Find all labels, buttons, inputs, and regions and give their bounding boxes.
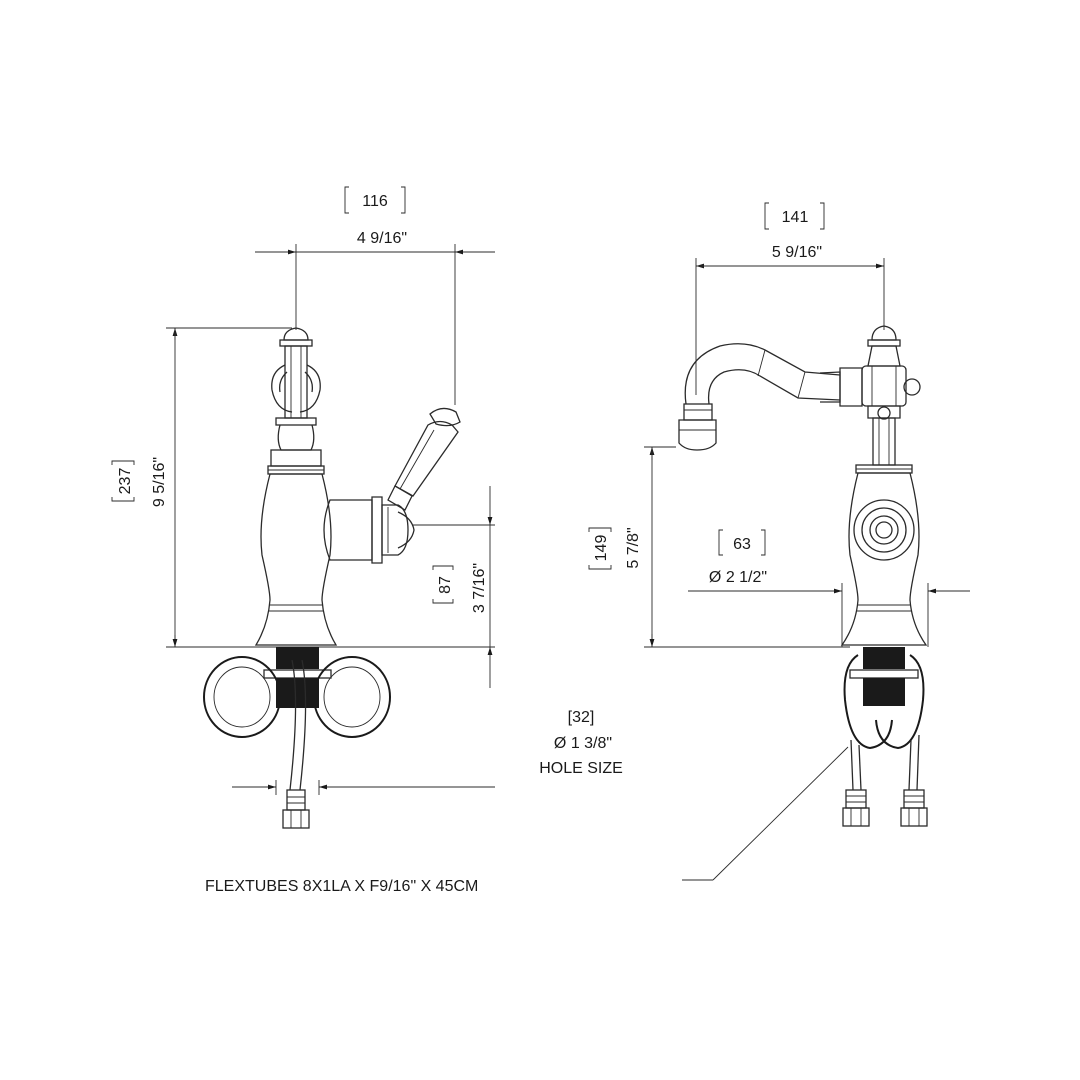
hole-size-dimension: [32] Ø 1 3/8" HOLE SIZE [232,709,623,795]
right-reach-in: 5 9/16" [772,244,822,261]
right-spout-height-mm: 149 [593,535,610,562]
hole-size-label: HOLE SIZE [539,760,623,777]
left-view: 116 4 9/16" 237 9 5/16" [111,186,623,895]
right-reach-dimension: 141 5 9/16" [695,202,885,395]
left-width-mm: 116 [362,193,388,210]
left-handle-height-mm: 87 [437,576,454,594]
left-height-in: 9 5/16" [151,457,168,507]
right-spout-height-dimension: 149 5 7/8" [588,446,850,648]
left-flextubes [203,647,391,829]
right-view: 141 5 9/16" 149 5 7/8" 63 Ø 2 1/2" [588,202,970,881]
left-width-in: 4 9/16" [357,230,407,247]
hole-size-in: Ø 1 3/8" [554,735,612,752]
hole-size-mm: [32] [568,709,595,726]
right-reach-mm: 141 [782,209,809,226]
left-width-dimension: 116 4 9/16" [255,186,495,405]
right-base-dia-dimension: 63 Ø 2 1/2" [688,529,970,647]
left-handle-height-dimension: 87 3 7/16" [412,486,495,688]
left-height-dimension: 237 9 5/16" [111,327,495,648]
left-height-mm: 237 [117,468,134,495]
flextubes-label: FLEXTUBES 8X1LA X F9/16" X 45CM [205,878,478,895]
right-flextubes [682,647,928,881]
right-faucet-body [678,325,928,646]
right-spout-height-in: 5 7/8" [625,527,642,568]
right-base-dia-in: Ø 2 1/2" [709,569,767,586]
left-faucet-body [254,327,461,646]
left-handle-height-in: 3 7/16" [471,563,488,613]
right-base-dia-mm: 63 [733,536,751,553]
